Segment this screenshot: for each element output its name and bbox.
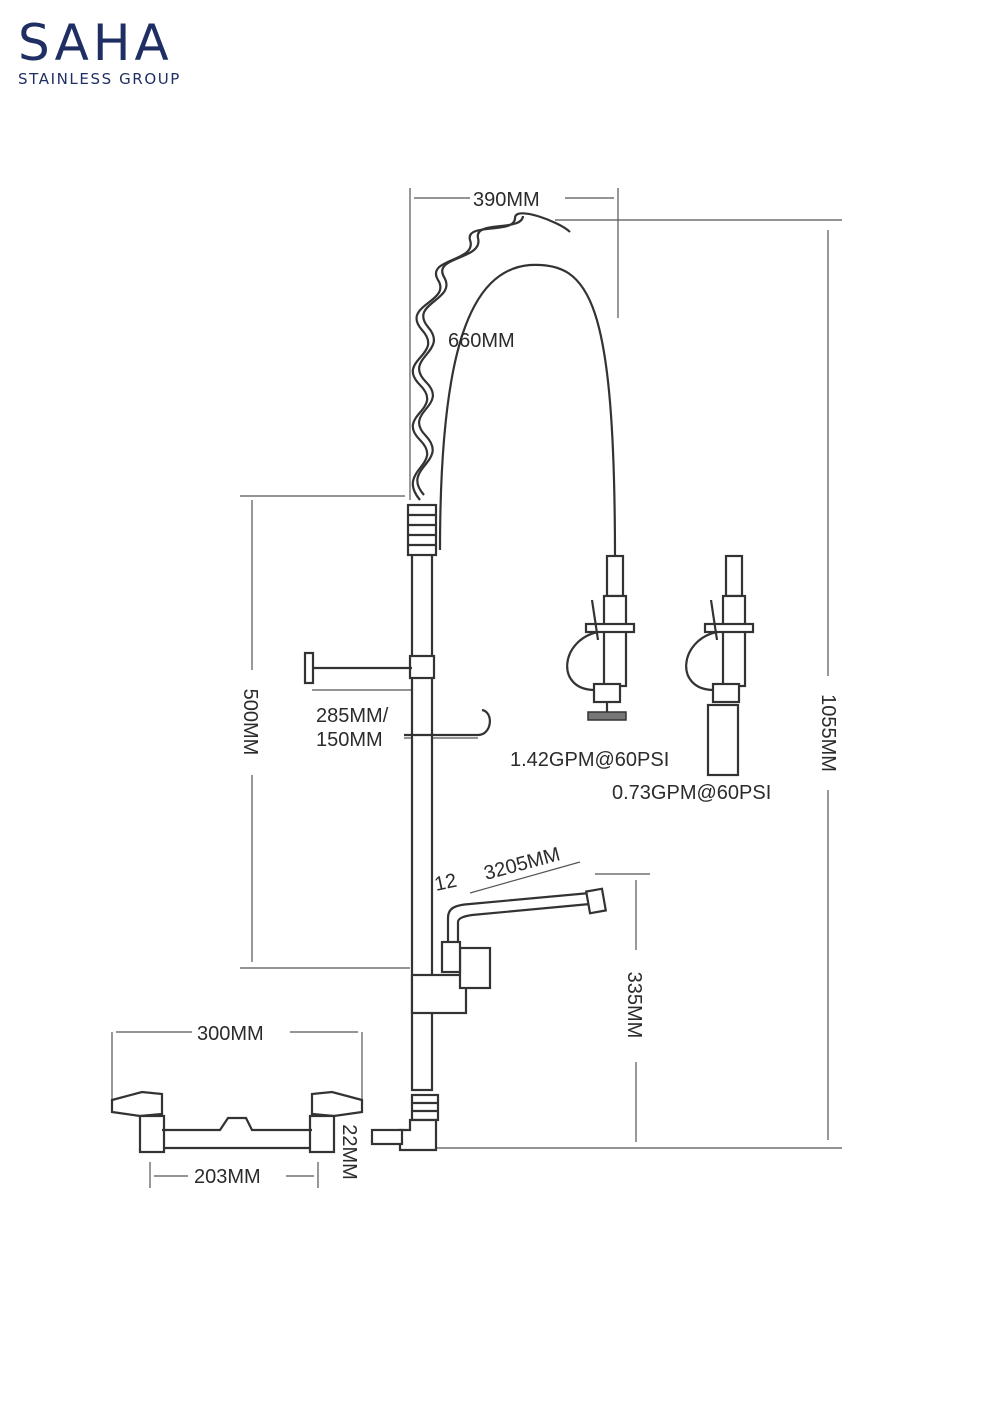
riser-column <box>406 503 438 1092</box>
dim-column-height: 500MM <box>239 689 261 756</box>
logo-mark: SAHA <box>18 14 173 72</box>
dim-total-height: 1055MM <box>817 694 839 772</box>
faucet-spout <box>410 887 608 1015</box>
dim-arm-length-a: 285MM/ <box>316 705 389 727</box>
dim-faucet-height: 335MM <box>623 972 645 1039</box>
dim-center-distance: 203MM <box>194 1166 261 1188</box>
dim-spray-valve-b: 0.73GPM@60PSI <box>612 782 771 804</box>
dim-faucet-reach-number: 12 <box>432 870 458 896</box>
wall-mount-body <box>110 1090 440 1154</box>
wall-bracket <box>303 651 491 737</box>
saha-logo: SAHA STAINLESS GROUP <box>18 14 181 88</box>
dim-spring-width: 390MM <box>473 189 540 211</box>
spray-valve-1 <box>566 554 636 721</box>
logo-subtitle: STAINLESS GROUP <box>18 70 181 88</box>
dim-mount-width: 300MM <box>197 1023 264 1045</box>
dim-arm-length-b: 150MM <box>316 729 383 751</box>
dim-spray-valve-a: 1.42GPM@60PSI <box>510 749 669 771</box>
spray-valve-2 <box>685 554 755 777</box>
dim-inlet-size: 22MM <box>338 1124 360 1180</box>
dimension-lines <box>111 188 842 1188</box>
dim-hose-length: 660MM <box>448 330 515 352</box>
spring-coil <box>411 212 617 561</box>
